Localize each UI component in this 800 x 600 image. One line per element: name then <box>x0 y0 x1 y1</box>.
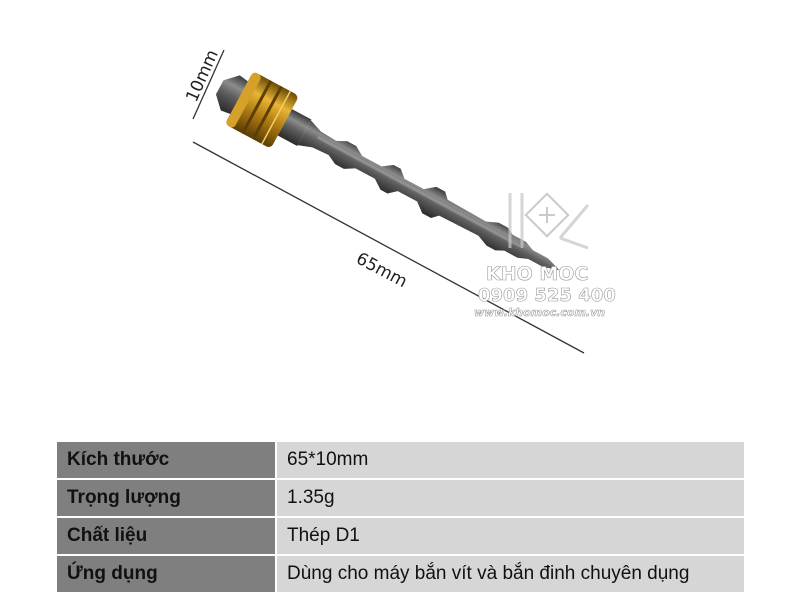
spec-value: 1.35g <box>275 480 744 516</box>
watermark-brand: KHO MOC <box>486 263 588 285</box>
spec-label: Trọng lượng <box>57 480 275 516</box>
spec-row-application: Ứng dụng Dùng cho máy bắn vít và bắn đin… <box>57 556 744 592</box>
length-dimension-line <box>192 141 585 354</box>
spec-row-size: Kích thước 65*10mm <box>57 442 744 478</box>
spec-row-weight: Trọng lượng 1.35g <box>57 480 744 516</box>
spec-row-material: Chất liệu Thép D1 <box>57 518 744 554</box>
spec-value: Dùng cho máy bắn vít và bắn đinh chuyên … <box>275 556 744 592</box>
spec-label: Ứng dụng <box>57 556 275 592</box>
watermark-website: www.khomoc.com.vn <box>474 306 605 319</box>
watermark-logo-icon <box>508 192 590 250</box>
spec-label: Chất liệu <box>57 518 275 554</box>
product-image: 10mm 65mm KHO MOC 0909 525 400 www.khomo… <box>182 47 616 354</box>
spec-value: Thép D1 <box>275 518 744 554</box>
spec-table: Kích thước 65*10mm Trọng lượng 1.35g Chấ… <box>57 440 744 594</box>
width-dimension-line <box>192 49 225 120</box>
spec-label: Kích thước <box>57 442 275 478</box>
screwdriver-bit-illustration <box>215 72 560 271</box>
watermark-phone: 0909 525 400 <box>478 285 616 306</box>
spec-value: 65*10mm <box>275 442 744 478</box>
watermark: KHO MOC 0909 525 400 www.khomoc.com.vn <box>474 192 616 319</box>
